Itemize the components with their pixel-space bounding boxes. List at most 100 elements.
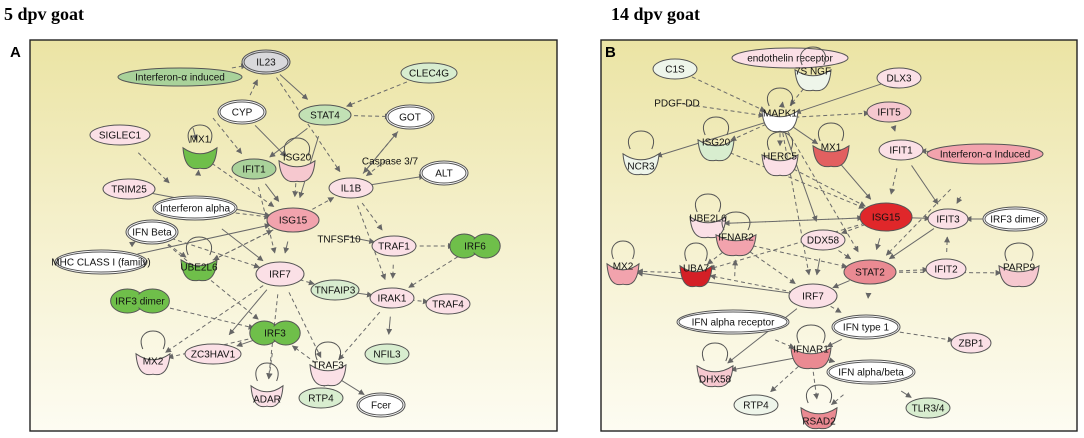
node-traf4[interactable]: TRAF4	[425, 293, 471, 315]
node-irf6[interactable]: IRF6	[449, 233, 501, 259]
node-isg15[interactable]: ISG15	[266, 207, 320, 233]
node-interferon-induced[interactable]: Interferon-α Induced	[926, 143, 1044, 165]
edge-ifit1b-ifit3	[911, 165, 939, 205]
node-ifn-beta[interactable]: IFN Beta	[125, 219, 179, 245]
node-mhc-class-i-family[interactable]: MHC CLASS I (family)	[51, 249, 151, 275]
node-label: ISG15	[279, 216, 308, 227]
node-dlx3[interactable]: DLX3	[876, 67, 922, 89]
node-label: HERC5	[763, 152, 797, 163]
node-alt[interactable]: ALT	[419, 160, 469, 186]
node-adar[interactable]: ADAR	[250, 362, 284, 408]
node-mx2[interactable]: MX2	[135, 330, 171, 376]
node-pdgf-dd[interactable]: PDGF-DD	[654, 99, 700, 110]
edge-il1b-traf1	[361, 202, 383, 231]
node-ube2l6[interactable]: UBE2L6	[180, 236, 218, 282]
node-label: DLX3	[886, 74, 911, 85]
node-ifn-alpha-receptor[interactable]: IFN alpha receptor	[676, 309, 790, 335]
node-ifit3[interactable]: IFIT3	[927, 208, 969, 230]
edge-mapk1-mx1b	[792, 126, 819, 145]
node-label: IFNAR1	[793, 345, 829, 356]
edge-ddx58-irf7b	[814, 258, 821, 276]
edge-ifna_ind-ifit1	[212, 117, 242, 155]
node-tnfsf10[interactable]: TNFSF10	[317, 235, 361, 246]
edge-traf3-fcer	[340, 379, 365, 395]
node-irak1[interactable]: IRAK1	[369, 287, 415, 309]
node-ube2l6[interactable]: UBE2L6	[689, 193, 727, 239]
node-irf3-dimer[interactable]: IRF3 dimer	[982, 206, 1048, 232]
edge-il1b-alt	[369, 174, 426, 186]
node-fcer[interactable]: Fcer	[356, 392, 406, 418]
node-tnfaip3[interactable]: TNFAIP3	[310, 279, 360, 301]
node-dhx58[interactable]: DHX58	[696, 342, 734, 388]
node-il1b[interactable]: IL1B	[328, 177, 374, 199]
node-isg15[interactable]: ISG15	[859, 202, 913, 232]
node-irf7[interactable]: IRF7	[255, 261, 305, 287]
node-uba7[interactable]: UBA7	[679, 242, 713, 288]
node-herc5[interactable]: HERC5	[761, 131, 799, 177]
node-mx2[interactable]: MX2	[606, 240, 640, 286]
node-endothelin-receptor[interactable]: endothelin receptor	[731, 47, 849, 69]
node-ddx58[interactable]: DDX58	[800, 229, 846, 251]
node-cyp[interactable]: CYP	[217, 99, 267, 125]
edge-stat2-ifit2	[892, 266, 929, 273]
node-siglec1[interactable]: SIGLEC1	[89, 124, 151, 146]
node-irf3-dimer[interactable]: IRF3 dimer	[110, 288, 170, 314]
node-rsad2[interactable]: RSAD2	[800, 384, 838, 430]
node-interferon-induced[interactable]: Interferon-α induced	[117, 67, 243, 87]
node-ifit5[interactable]: IFIT5	[866, 101, 912, 123]
node-interferon-alpha[interactable]: Interferon alpha	[152, 195, 238, 221]
node-ncr3[interactable]: NCR3	[622, 130, 660, 176]
node-label: TNFSF10	[317, 235, 361, 246]
node-ifn-type-1[interactable]: IFN type 1	[831, 314, 901, 340]
node-traf3[interactable]: TRAF3	[309, 341, 347, 387]
node-zc3hav1[interactable]: ZC3HAV1	[184, 343, 242, 365]
node-stat2[interactable]: STAT2	[843, 259, 897, 285]
node-mapk1[interactable]: MAPK1	[761, 87, 799, 133]
node-traf1[interactable]: TRAF1	[371, 235, 417, 257]
node-label: IFIT2	[934, 265, 958, 276]
node-irf7[interactable]: IRF7	[788, 283, 838, 309]
node-clec4g[interactable]: CLEC4G	[400, 62, 458, 84]
edge-dlx3-mapk1	[794, 83, 882, 114]
node-isg20[interactable]: ISG20	[278, 137, 316, 183]
node-parp9[interactable]: PARP9	[998, 242, 1040, 288]
node-got[interactable]: GOT	[385, 104, 435, 130]
edge-mx1b-isg15b	[840, 164, 872, 200]
node-label: NCR3	[627, 162, 655, 173]
node-nfil3[interactable]: NFIL3	[364, 343, 410, 365]
node-il23[interactable]: IL23	[241, 49, 291, 75]
node-tlr3-4[interactable]: TLR3/4	[905, 397, 951, 419]
node-7s-ngf[interactable]: 7S NGF	[794, 46, 832, 92]
edge-cyp-il23	[249, 79, 258, 96]
node-rtp4[interactable]: RTP4	[298, 387, 344, 409]
node-zbp1[interactable]: ZBP1	[950, 332, 992, 354]
node-trim25[interactable]: TRIM25	[102, 178, 156, 200]
node-label: IFN type 1	[843, 323, 890, 334]
node-label: CYP	[232, 108, 253, 119]
edge-ifntype-ifnar1	[826, 338, 842, 348]
edge-got-il1b	[363, 131, 399, 174]
panel-a-heading: 5 dpv goat	[4, 4, 85, 24]
node-mx1[interactable]: MX1	[182, 124, 218, 170]
node-ifnar2[interactable]: IFNAR2	[715, 211, 757, 257]
node-irf3[interactable]: IRF3	[249, 320, 301, 346]
node-label: UBE2L6	[180, 263, 218, 274]
node-label: RTP4	[308, 394, 334, 405]
edge-ifnar1-rsad2	[812, 371, 820, 400]
node-caspase-3-7[interactable]: Caspase 3/7	[362, 157, 419, 168]
node-ifit1[interactable]: IFIT1	[231, 158, 277, 180]
node-mx1[interactable]: MX1	[812, 122, 850, 168]
node-ifit1[interactable]: IFIT1	[878, 139, 924, 161]
edge-ifit2-ifit3	[944, 236, 951, 253]
node-isg20[interactable]: ISG20	[697, 116, 735, 162]
node-ifn-alpha-beta[interactable]: IFN alpha/beta	[826, 359, 916, 385]
edge-il23-stat4	[279, 74, 309, 100]
node-label: Interferon-α Induced	[940, 150, 1030, 161]
node-label: Fcer	[371, 401, 392, 412]
node-ifit2[interactable]: IFIT2	[925, 258, 967, 280]
node-ifnar1[interactable]: IFNAR1	[790, 324, 832, 370]
node-c1s[interactable]: C1S	[652, 58, 698, 80]
node-rtp4[interactable]: RTP4	[733, 394, 779, 416]
node-stat4[interactable]: STAT4	[298, 104, 352, 126]
